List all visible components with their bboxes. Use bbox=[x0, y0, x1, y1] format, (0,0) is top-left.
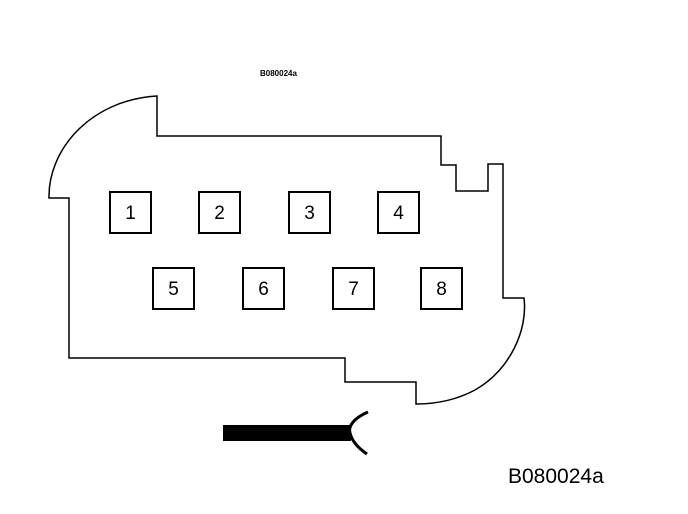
pin-6-box bbox=[242, 267, 285, 310]
pin-3-box bbox=[288, 191, 331, 234]
pin-3-label: 3 bbox=[304, 203, 315, 224]
connector-housing-outline bbox=[48, 95, 526, 405]
pin-8-box bbox=[420, 267, 463, 310]
pin-8-label: 8 bbox=[436, 279, 447, 300]
pin-2-box bbox=[198, 191, 241, 234]
wire-harness-bar bbox=[223, 425, 351, 441]
pin-5-box bbox=[152, 267, 195, 310]
pin-1-label: 1 bbox=[125, 203, 136, 224]
diagram-code-small: B080024a bbox=[260, 69, 297, 78]
pin-5-label: 5 bbox=[168, 279, 179, 300]
pin-6-label: 6 bbox=[258, 279, 269, 300]
pin-7-label: 7 bbox=[348, 279, 359, 300]
pin-1-box bbox=[109, 191, 152, 234]
figure-id: B080024a bbox=[508, 465, 604, 488]
pin-4-box bbox=[377, 191, 420, 234]
wire-harness-fork-icon bbox=[348, 410, 369, 456]
pin-2-label: 2 bbox=[214, 203, 225, 224]
pin-7-box bbox=[332, 267, 375, 310]
pin-4-label: 4 bbox=[393, 203, 404, 224]
